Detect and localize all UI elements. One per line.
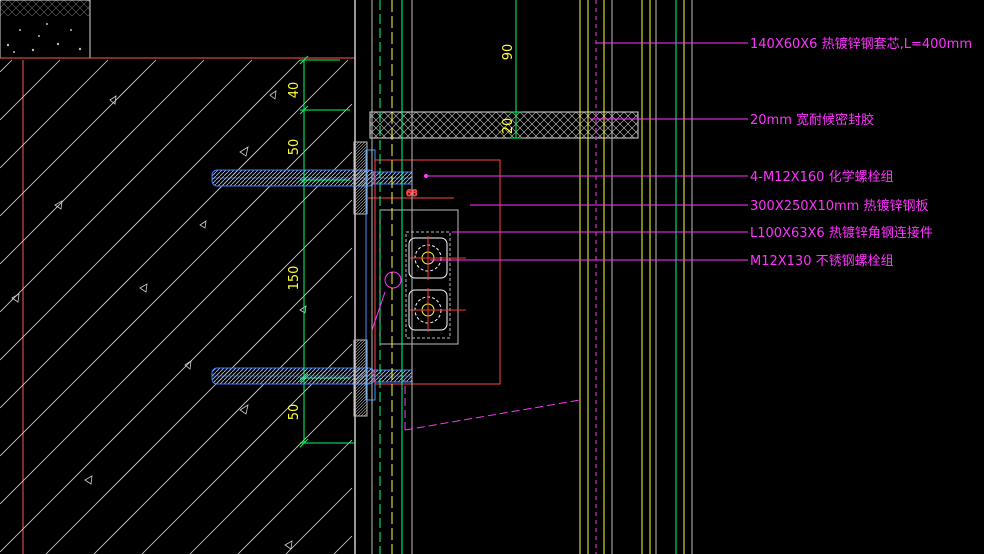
hatch-line (0, 59, 109, 169)
callout-chemical-anchor: 4-M12X160 化学螺栓组 (750, 169, 894, 185)
sealant-band (369, 111, 639, 139)
callout-leaders (423, 42, 748, 261)
stainless-bolt-bottom (410, 288, 466, 332)
hatch-line (0, 103, 353, 457)
hatch-line (0, 59, 157, 217)
hatch-line (0, 59, 349, 409)
washer-pad-top (353, 141, 368, 215)
callout-angle-connector: L100X63X6 热镀锌角钢连接件 (750, 225, 933, 241)
hatch-line (189, 391, 353, 554)
hatch-line (285, 487, 353, 554)
dim-90: 90 (501, 44, 516, 61)
hatch-line (0, 199, 353, 553)
steel-core-outline (404, 380, 581, 431)
steel-base-plate: 68 (365, 149, 501, 401)
callout-labels: 140X60X6 热镀锌钢套芯,L=400mm 20mm 宽耐候密封胶 4-M1… (750, 36, 972, 269)
hatch-line (333, 535, 353, 554)
hatch-line (0, 59, 205, 265)
dimension-chain (299, 55, 355, 448)
dim-50-bottom: 50 (287, 404, 302, 421)
curtain-wall-verticals (371, 0, 693, 554)
chemical-anchor-bolt-top (211, 169, 413, 187)
hatch-line (0, 59, 301, 361)
slab-aggregate-dots (6, 23, 82, 53)
dim-40: 40 (287, 82, 302, 99)
hatch-line (0, 59, 13, 73)
hatch-line (0, 59, 61, 121)
hatch-line (0, 151, 353, 505)
dim-50-top: 50 (287, 139, 302, 156)
callout-steel-core: 140X60X6 热镀锌钢套芯,L=400mm (750, 36, 972, 52)
callout-stainless-bolt: M12X130 不锈钢螺栓组 (750, 254, 894, 269)
hatch-line (237, 439, 353, 554)
dim-150: 150 (287, 266, 302, 291)
concrete-hatch-lines (0, 59, 353, 554)
weld-symbol (371, 271, 402, 331)
sealant-dimension (510, 0, 522, 139)
hatch-line (93, 295, 353, 554)
washer-pad-bottom (353, 339, 368, 417)
chemical-anchor-bolt-bottom (211, 367, 413, 385)
hatch-line (45, 247, 353, 554)
slab-finish-strip (0, 0, 90, 16)
stainless-bolt-top (410, 236, 466, 280)
concrete-aggregate (11, 90, 307, 550)
concrete-wall (0, 0, 356, 554)
hatch-line (0, 59, 253, 313)
callout-steel-plate: 300X250X10mm 热镀锌钢板 (750, 198, 928, 214)
callout-sealant: 20mm 宽耐候密封胶 (750, 112, 874, 128)
dim-20: 20 (501, 118, 516, 135)
